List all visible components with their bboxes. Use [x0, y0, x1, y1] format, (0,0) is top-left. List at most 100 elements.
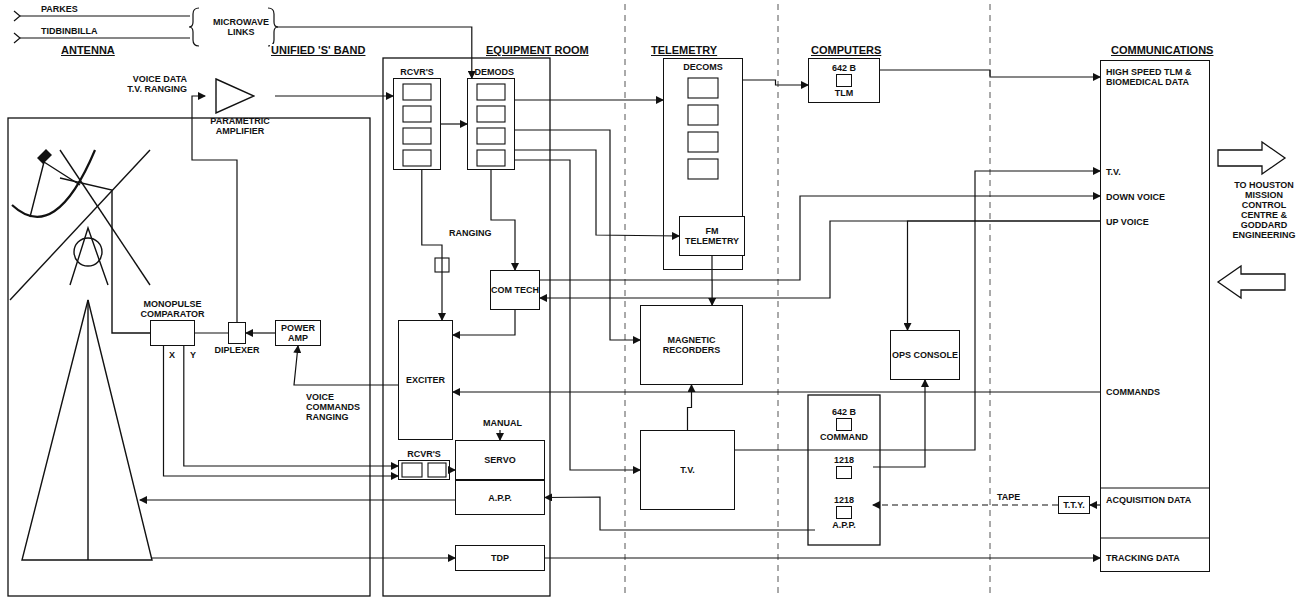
antenna-illustration: [60, 150, 150, 285]
signal-label: TAPE: [996, 492, 1021, 502]
signal-label: VOICE DATA T.V. RANGING: [118, 74, 188, 94]
link-group: MICROWAVE LINKS: [205, 10, 277, 44]
diplexer-box-text: DIPLEXER: [214, 345, 259, 355]
signal-label: RANGING: [448, 228, 493, 238]
process-box-text: FM TELEMETRY: [680, 226, 744, 246]
signal-line: [275, 95, 393, 96]
signal-line: [515, 99, 663, 100]
decommutator-rack: DECOMSFM TELEMETRY: [663, 58, 743, 270]
signal-line: [880, 70, 1100, 77]
signal-line: [491, 170, 515, 270]
panel-outline: [8, 118, 370, 596]
signal-line: [540, 196, 1100, 280]
process-box: TDP: [455, 545, 545, 571]
communications-panel-text: UP VOICE: [1106, 217, 1204, 227]
process-box-text: POWER AMP: [276, 323, 320, 343]
section-heading: COMPUTERS: [810, 44, 882, 56]
signal-label: MANUAL: [482, 418, 523, 428]
computer-unit-box: [836, 466, 852, 479]
section-divider: [990, 4, 991, 598]
signal-line: [908, 221, 1101, 330]
computer-box-text: 1218: [834, 455, 854, 465]
outline-arrow: [1218, 266, 1285, 298]
panel-divider: [1100, 537, 1210, 538]
signal-line: [545, 557, 1100, 558]
amplifier-triangle: [216, 79, 254, 113]
signal-line: [735, 171, 1100, 450]
outline-arrow: [1218, 142, 1285, 174]
signal-line: [164, 346, 399, 476]
antenna-illustration: [10, 150, 152, 560]
signal-line: [743, 80, 808, 85]
diplexer-box: DIPLEXER: [228, 322, 246, 344]
section-heading: ANTENNA: [60, 44, 116, 56]
section-divider: [778, 4, 779, 598]
station-link: [20, 37, 190, 38]
servo-drive-line: [499, 430, 500, 440]
communications-panel-text: T.V.: [1106, 167, 1204, 177]
channel-box: [403, 84, 431, 100]
channel-box: [477, 150, 505, 166]
signal-line: [873, 380, 925, 467]
signal-line: [294, 346, 398, 385]
demodulator-rack: DEMODS: [467, 78, 515, 170]
computer-unit-box: [836, 74, 852, 87]
signal-line: [515, 150, 679, 236]
port-label: X: [168, 350, 176, 360]
amplifier-symbol: PARAMETRIC AMPLIFIER: [205, 78, 275, 142]
process-box-text: SERVO: [484, 455, 515, 465]
station-link: [20, 15, 190, 16]
process-box: MAGNETIC RECORDERS: [640, 305, 743, 385]
process-box-text: A.P.P.: [488, 493, 512, 503]
tape-link: [873, 504, 1058, 505]
signal-line: [184, 346, 398, 466]
signal-line: [246, 332, 275, 333]
channel-box: [428, 463, 446, 477]
computer-box-text: COMMAND: [820, 432, 868, 442]
signal-line: [711, 256, 712, 305]
receiver-rack-text: RCVR'S: [407, 449, 441, 459]
computer-box-text: 642 B: [832, 63, 856, 73]
antenna-illustration: [87, 300, 88, 560]
channel-box: [477, 128, 505, 144]
computer-unit-box: [836, 506, 852, 519]
panel-divider: [1100, 488, 1210, 538]
channel-box: [688, 132, 718, 152]
process-box: T.T.Y.: [1058, 496, 1090, 514]
signal-line: [453, 310, 515, 335]
signal-line: [515, 160, 640, 470]
signal-label: VOICE COMMANDS RANGING: [305, 392, 367, 422]
signal-line: [422, 170, 442, 320]
computer-box-text: 1218: [834, 495, 854, 505]
process-box-text: T.V.: [680, 465, 695, 475]
station-link: [14, 33, 20, 43]
channel-box: [403, 150, 431, 166]
process-box-text: T.T.Y.: [1063, 500, 1085, 510]
panel-outline: [8, 58, 880, 596]
section-divider: [625, 4, 626, 598]
antenna-illustration: [74, 238, 102, 266]
computer-box-text: 642 B: [832, 407, 856, 417]
process-box-text: TDP: [491, 553, 509, 563]
computer-box-text: TLM: [835, 88, 854, 98]
station-name: PARKES: [40, 4, 79, 14]
destination-note: TO HOUSTON MISSION CONTROL CENTRE & GODD…: [1230, 180, 1298, 240]
port-label: Y: [189, 350, 197, 360]
process-box-text: EXCITER: [406, 375, 445, 385]
computer-box-text: A.P.P.: [832, 520, 856, 530]
amplifier-triangle: [215, 78, 255, 114]
computer-box: 642 B COMMAND: [815, 400, 873, 448]
computer-box: 642 B TLM: [808, 58, 880, 103]
signal-line: [441, 123, 467, 124]
communications-panel-text: ACQUISITION DATA: [1106, 495, 1204, 505]
section-heading: TELEMETRY: [650, 44, 718, 56]
computer-unit-box: [836, 418, 852, 431]
communications-panel-text: COMMANDS: [1106, 387, 1204, 397]
signal-line: [540, 221, 1100, 298]
channel-box: [477, 84, 505, 100]
computer-box: 1218A.P.P.: [815, 485, 873, 540]
section-heading: EQUIPMENT ROOM: [485, 44, 590, 56]
process-box: COM TECH: [490, 270, 540, 310]
